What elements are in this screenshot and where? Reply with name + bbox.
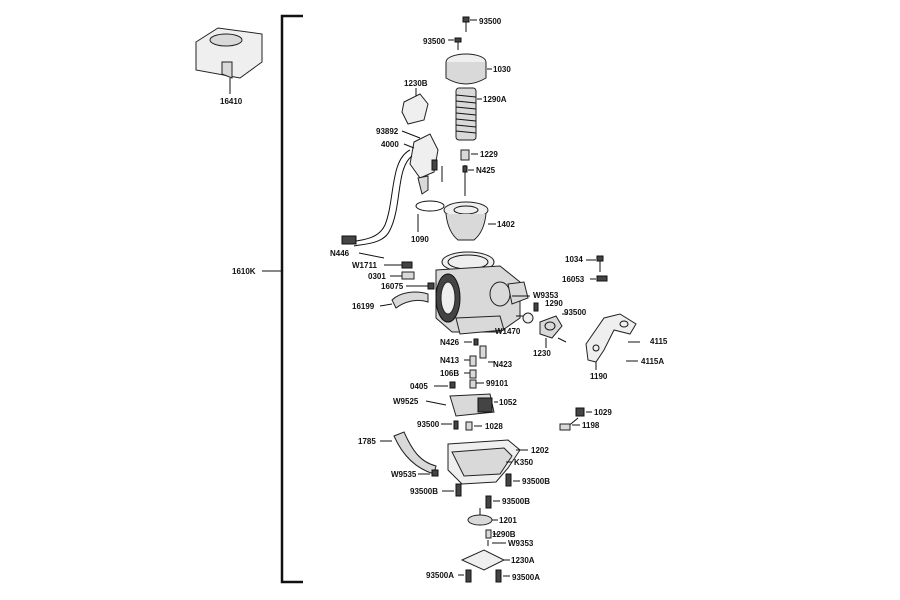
overflow-hose-drawing — [380, 431, 437, 475]
part-label: 1785 — [358, 437, 376, 446]
part-label: 16053 — [562, 275, 585, 284]
part-label: 1402 — [497, 220, 515, 229]
part-label: 93500 — [417, 420, 440, 429]
part-label: W1470 — [495, 327, 521, 336]
jet-needle-drawing — [462, 165, 474, 196]
bolt-1034-drawing — [586, 255, 604, 272]
part-label: 1290B — [492, 530, 516, 539]
part-label: 4115 — [650, 337, 668, 346]
accelerator-spring-drawing — [485, 529, 506, 546]
auto-choke-drawing — [349, 130, 439, 247]
float-pin-drawing — [441, 420, 482, 431]
part-16410-drawing — [195, 27, 263, 94]
part-label: 93500B — [410, 487, 438, 496]
float-drawing — [425, 393, 498, 417]
part-label: 93500A — [426, 571, 454, 580]
carburetor-body-drawing — [435, 251, 529, 335]
bolt-16053-drawing — [590, 275, 608, 282]
part-label: 1230B — [404, 79, 428, 88]
part-label: W9535 — [391, 470, 417, 479]
part-label: W9353 — [508, 539, 534, 548]
part-label: 1230 — [533, 349, 551, 358]
part-label: 1028 — [485, 422, 503, 431]
part-label: 1052 — [499, 398, 517, 407]
part-label: 1290 — [545, 299, 563, 308]
pump-cover-drawing — [460, 549, 510, 571]
part-label: 1229 — [480, 150, 498, 159]
part-label: 1190 — [590, 372, 608, 381]
screw-drawing — [462, 16, 477, 32]
part-label: N446 — [330, 249, 350, 258]
part-label: 0301 — [368, 272, 386, 281]
part-label: 93500 — [423, 37, 446, 46]
part-label: N425 — [476, 166, 496, 175]
part-label: 106B — [440, 369, 459, 378]
part-label: 1202 — [531, 446, 549, 455]
mounting-bracket-drawing — [585, 313, 640, 370]
part-label: W1711 — [352, 261, 377, 270]
part-label: N413 — [440, 356, 460, 365]
assembly-bracket — [262, 14, 303, 584]
diaphragm-drawing — [467, 508, 498, 526]
part-label: 1230A — [511, 556, 535, 565]
part-label: N423 — [493, 360, 513, 369]
jets-drawing — [434, 338, 494, 389]
screw-16075-drawing — [406, 282, 435, 290]
needle-clip-drawing — [460, 149, 478, 161]
part-label: 4115A — [641, 357, 664, 366]
part-label: W9525 — [393, 397, 419, 406]
carb-top-cap-drawing — [445, 53, 492, 85]
pilot-screw-drawing — [384, 261, 413, 269]
float-bowl-drain-drawing — [559, 407, 592, 431]
part-label: 16199 — [352, 302, 375, 311]
part-label: 1290A — [483, 95, 507, 104]
part-label: 93500 — [564, 308, 587, 317]
part-label: 93500B — [522, 477, 550, 486]
part-label: 93500 — [479, 17, 502, 26]
part-label: 1034 — [565, 255, 583, 264]
assembly-label: 1610K — [232, 267, 256, 276]
clamp-drawing — [415, 159, 445, 232]
float-bowl-drawing — [447, 439, 528, 485]
part-label: 93500B — [502, 497, 530, 506]
part-label: 1090 — [411, 235, 429, 244]
part-label: 93500A — [512, 573, 540, 582]
part-label: N426 — [440, 338, 460, 347]
bowl-screws-drawing — [442, 473, 520, 509]
vacuum-piston-drawing — [443, 201, 496, 241]
screw-drawing — [448, 37, 462, 50]
part-label: 1030 — [493, 65, 511, 74]
part-label: 16410 — [220, 97, 243, 106]
part-label: 1201 — [499, 516, 517, 525]
part-label: 16075 — [381, 282, 404, 291]
part-label: 0405 — [410, 382, 428, 391]
connector-drawing — [341, 235, 385, 259]
part-label: 99101 — [486, 379, 509, 388]
spring-drawing — [455, 87, 482, 141]
choke-cap-drawing — [401, 88, 429, 125]
throttle-parts-drawing — [512, 295, 568, 348]
spring-small-drawing — [390, 271, 415, 280]
cover-screws-drawing — [458, 569, 510, 583]
part-label: 93892 — [376, 127, 399, 136]
part-label: 4000 — [381, 140, 399, 149]
hose-clip-drawing — [418, 469, 439, 477]
drain-hose-drawing — [379, 291, 429, 309]
part-label: K350 — [514, 458, 534, 467]
part-label: W9353 — [533, 291, 559, 300]
part-label: 1198 — [582, 421, 600, 430]
part-label: 1029 — [594, 408, 612, 417]
